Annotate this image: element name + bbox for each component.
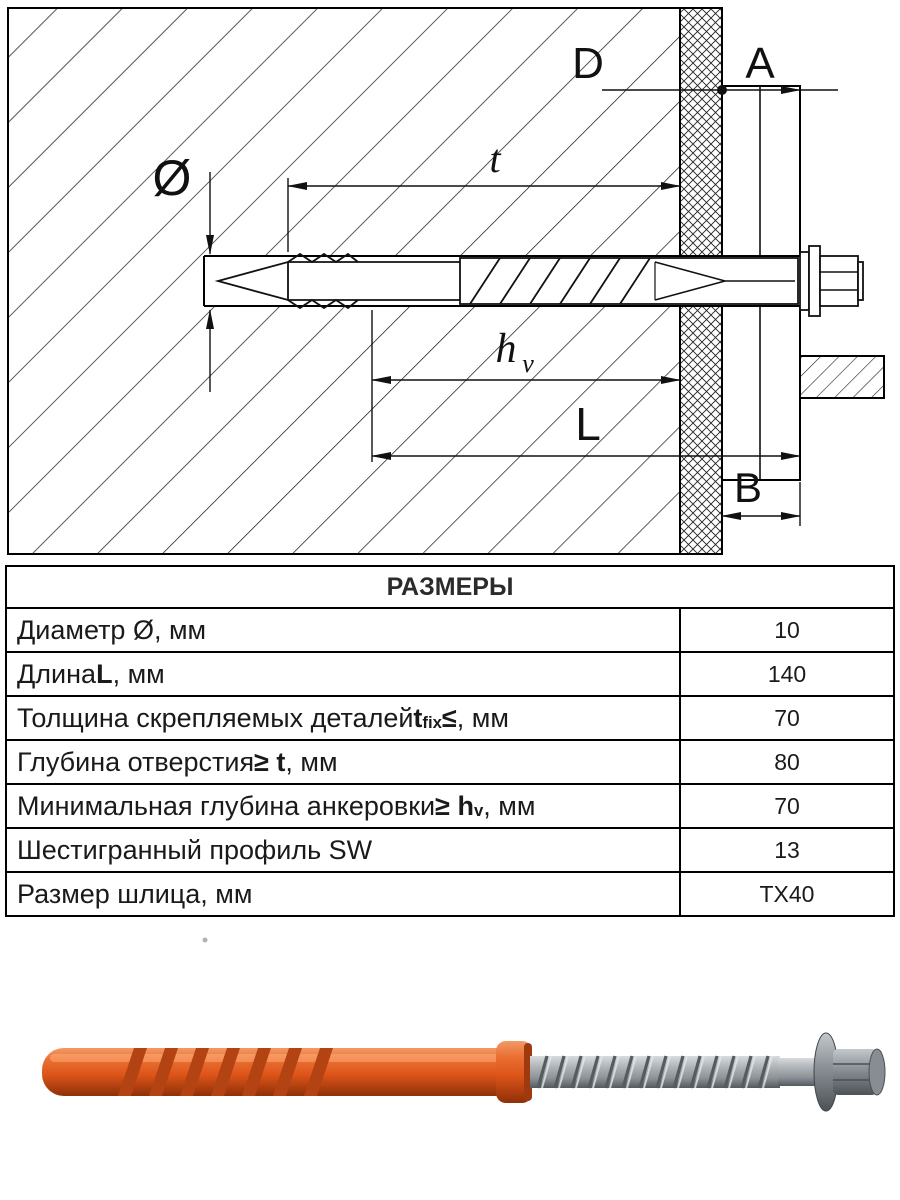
anchor-assembly bbox=[214, 245, 864, 317]
dowel-flange bbox=[799, 251, 810, 311]
photo-screw-shank bbox=[778, 1058, 820, 1086]
screw-tip bbox=[214, 252, 359, 310]
photo-dowel-collar bbox=[496, 1041, 532, 1103]
screw-shaft bbox=[288, 261, 460, 301]
row-value: 80 bbox=[679, 741, 893, 783]
label-A: A bbox=[745, 39, 775, 88]
dimension-hv bbox=[371, 310, 681, 462]
label-t: t bbox=[489, 136, 501, 181]
label-diameter: Ø bbox=[153, 150, 192, 206]
washer bbox=[808, 245, 821, 317]
label-D: D bbox=[572, 39, 604, 88]
product-photo bbox=[42, 937, 886, 1112]
table-row: Глубина отверстия ≥ t, мм 80 bbox=[7, 739, 893, 783]
row-label: Шестигранный профиль SW bbox=[17, 834, 373, 865]
label-hv-sub: v bbox=[522, 349, 534, 378]
mounted-bracket bbox=[799, 355, 885, 399]
row-value: 13 bbox=[679, 829, 893, 871]
label-L: L bbox=[575, 398, 601, 450]
photo-speck bbox=[202, 937, 208, 943]
label-hv: h bbox=[496, 326, 517, 372]
row-value: 10 bbox=[679, 609, 893, 651]
photo-dowel-fins bbox=[118, 1048, 333, 1096]
row-value: 70 bbox=[679, 785, 893, 827]
row-value: TX40 bbox=[679, 873, 893, 915]
photo-dowel bbox=[42, 1041, 532, 1103]
hex-head bbox=[819, 255, 864, 307]
technical-diagram: D A t Ø h v L B bbox=[7, 7, 885, 555]
row-label: Размер шлица, мм bbox=[17, 878, 253, 909]
table-row: Диаметр Ø, мм 10 bbox=[7, 609, 893, 651]
table-header: РАЗМЕРЫ bbox=[7, 567, 893, 609]
table-row: Шестигранный профиль SW 13 bbox=[7, 827, 893, 871]
row-value: 140 bbox=[679, 653, 893, 695]
row-label: Глубина отверстия ≥ t, мм bbox=[17, 746, 338, 777]
photo-screw-threads bbox=[536, 1055, 773, 1089]
label-B: B bbox=[734, 464, 762, 511]
dimension-D-A bbox=[602, 85, 838, 95]
row-label: Диаметр Ø, мм bbox=[17, 614, 207, 645]
row-label: Длина L, мм bbox=[17, 658, 165, 689]
photo-screw bbox=[530, 1055, 820, 1089]
dowel-sleeve bbox=[459, 257, 799, 305]
table-row: Размер шлица, мм TX40 bbox=[7, 871, 893, 915]
row-value: 70 bbox=[679, 697, 893, 739]
photo-hex-head bbox=[833, 1048, 886, 1096]
table-row: Длина L, мм 140 bbox=[7, 651, 893, 695]
dimension-t bbox=[287, 178, 681, 252]
